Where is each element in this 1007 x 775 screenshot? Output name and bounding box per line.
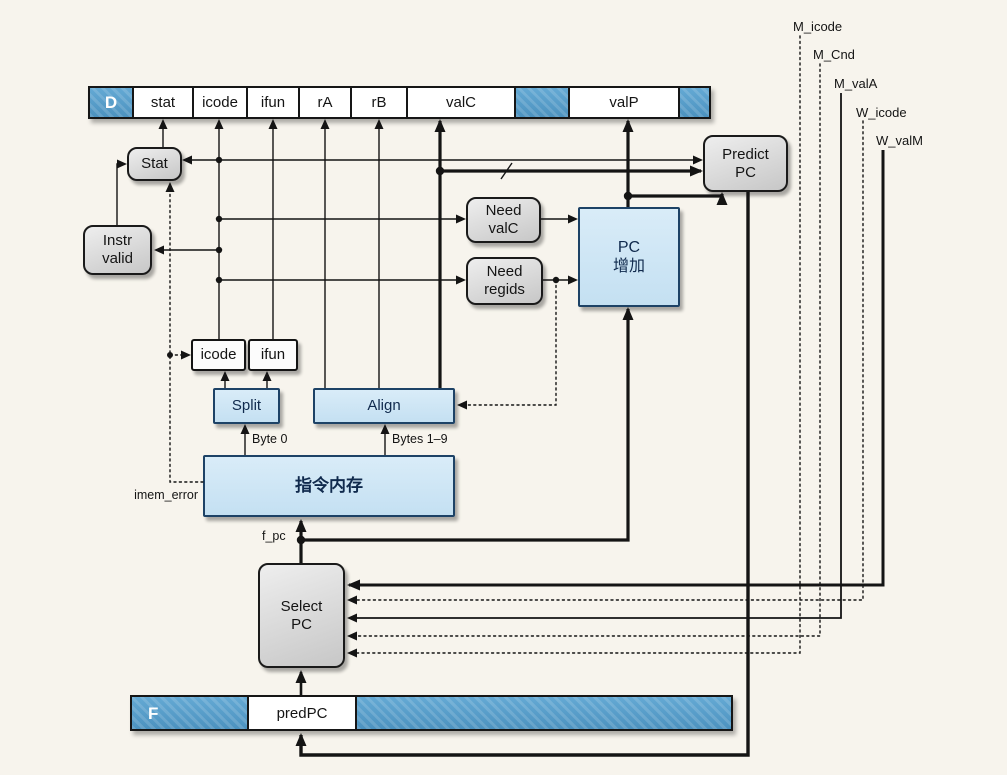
signal-label-m-vala: M_valA (834, 76, 878, 91)
d-reg-field-icode: icode (192, 86, 248, 119)
stat-block: Stat (127, 147, 182, 181)
align-block: Align (313, 388, 455, 424)
f-pc-label: f_pc (262, 529, 286, 543)
instruction-memory-block: 指令内存 (203, 455, 455, 517)
need-valc-block: Need valC (466, 197, 541, 243)
junction-dot (296, 535, 306, 545)
junction-dot (552, 276, 560, 284)
junction-dot (215, 246, 223, 254)
f-reg-tag: F (130, 695, 249, 731)
select-pc-block: Select PC (258, 563, 345, 668)
d-reg-field-ra: rA (298, 86, 352, 119)
wire-valp-to-predict-pc (628, 192, 728, 205)
f-reg-filler (355, 695, 733, 731)
wire-wicode-to-select-pc (347, 120, 864, 605)
bytes1-9-label: Bytes 1–9 (392, 432, 448, 446)
signal-label-w-icode: W_icode (856, 105, 907, 120)
d-reg-filler (514, 86, 570, 119)
ifun-box: ifun (248, 339, 298, 371)
junction-dot (167, 352, 173, 358)
signal-label-m-icode: M_icode (793, 19, 843, 34)
imem-error-label: imem_error (134, 488, 198, 502)
wire-imem-error (165, 182, 204, 483)
bus-width-slash (500, 162, 513, 180)
instr-valid-block: Instr valid (83, 225, 152, 275)
signal-label-m-cnd: M_Cnd (813, 47, 855, 62)
d-reg-field-stat: stat (132, 86, 194, 119)
junction-dot (215, 215, 223, 223)
signal-label-w-valm: W_valM (876, 133, 923, 148)
split-block: Split (213, 388, 280, 424)
f-pipeline-register: F predPC (130, 695, 733, 731)
junction-dot (215, 156, 223, 164)
junction-dot (623, 191, 633, 201)
d-reg-field-rb: rB (350, 86, 408, 119)
pc-increment-block: PC 增加 (578, 207, 680, 307)
d-reg-field-ifun: ifun (246, 86, 300, 119)
d-reg-filler-end (678, 86, 711, 119)
predict-pc-block: Predict PC (703, 135, 788, 192)
wire-instr-valid-to-stat (116, 159, 127, 225)
wire-micode-to-select-pc (347, 35, 801, 658)
d-pipeline-register: D stat icode ifun rA rB valC valP (88, 86, 711, 119)
d-reg-tag: D (88, 86, 134, 119)
d-reg-field-valp: valP (568, 86, 680, 119)
junction-dot (435, 166, 445, 176)
junction-dot (215, 276, 223, 284)
byte0-label: Byte 0 (252, 432, 288, 446)
d-reg-field-valc: valC (406, 86, 516, 119)
icode-box: icode (191, 339, 246, 371)
f-reg-field-predpc: predPC (247, 695, 357, 731)
need-regids-block: Need regids (466, 257, 543, 305)
